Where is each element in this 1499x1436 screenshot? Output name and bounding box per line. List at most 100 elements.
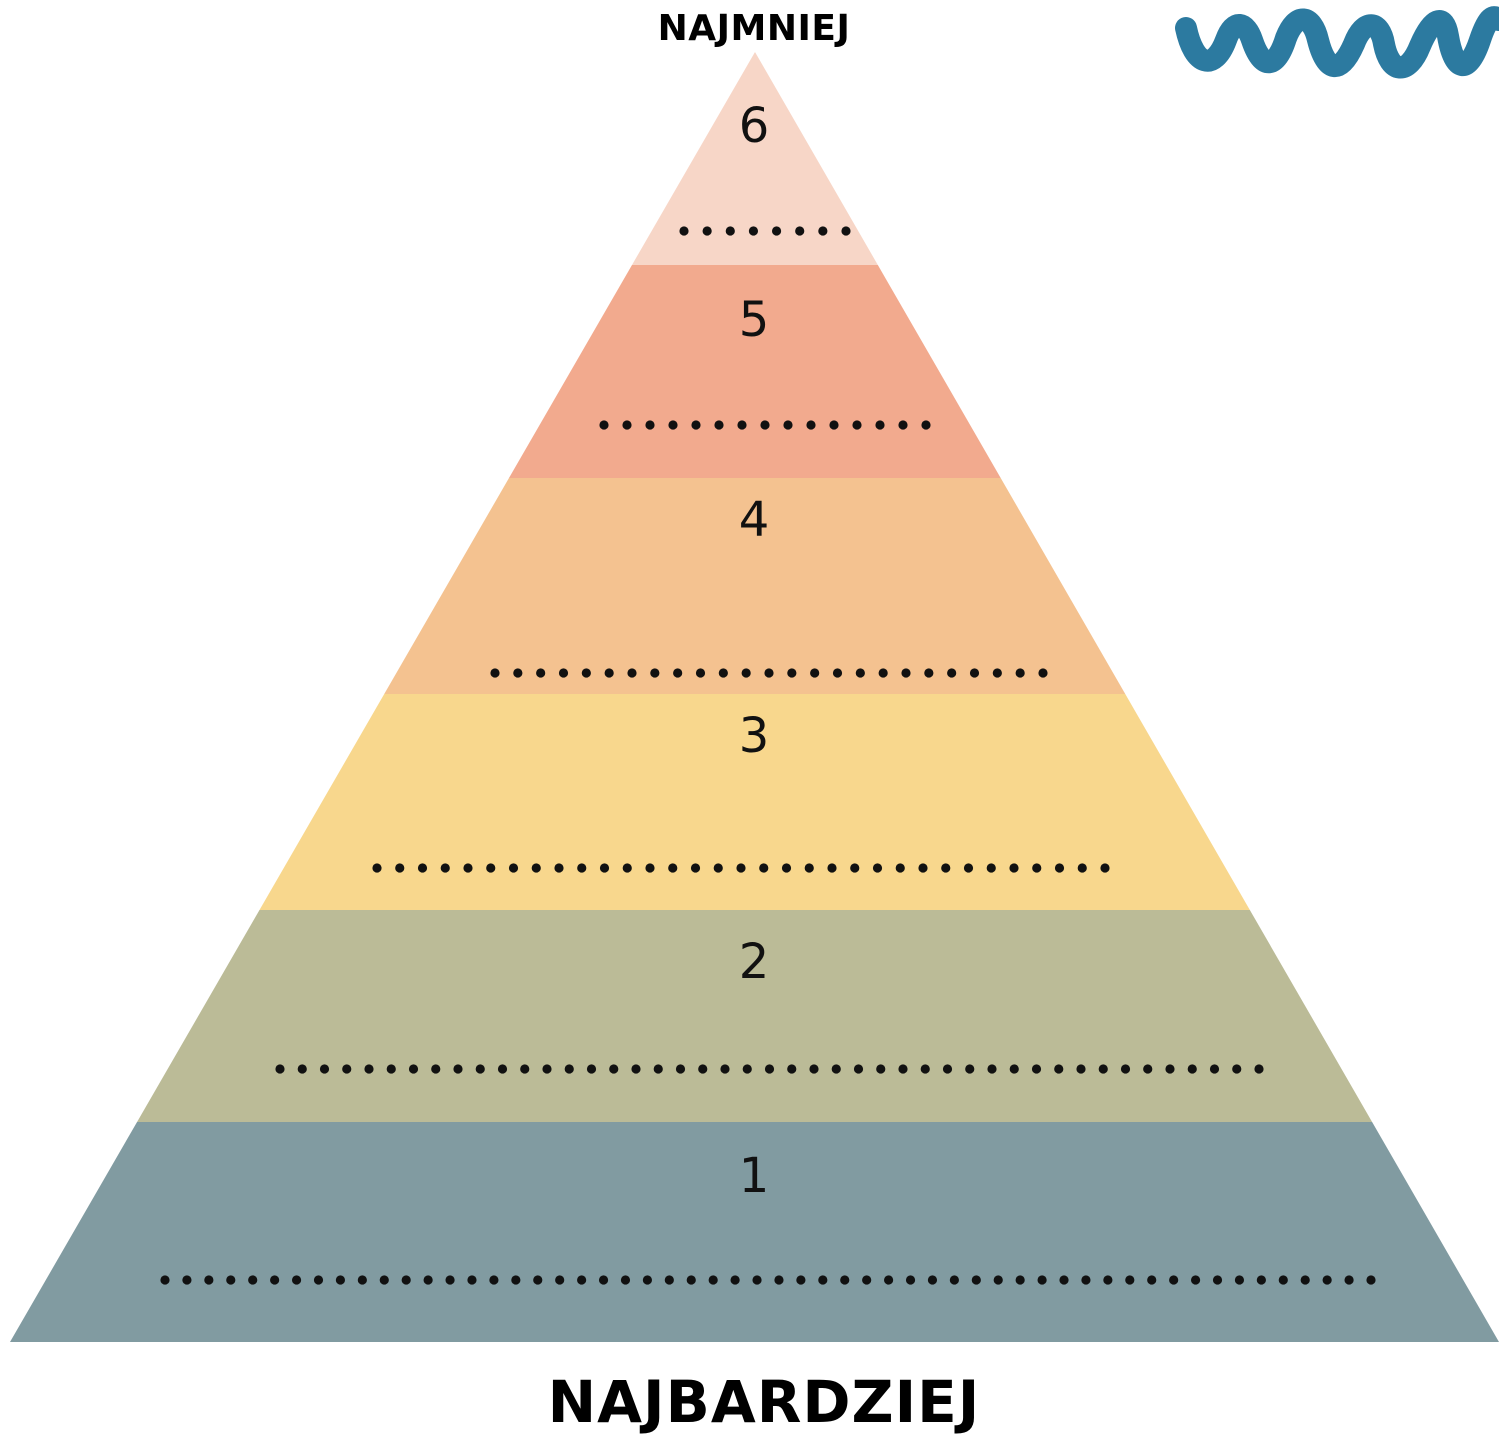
dot: [884, 1275, 894, 1285]
dot: [783, 420, 793, 430]
dot: [852, 420, 862, 430]
dot: [713, 863, 723, 873]
dot: [417, 863, 428, 873]
dot: [853, 1064, 864, 1074]
dot: [1098, 1064, 1108, 1074]
dot: [313, 1275, 324, 1285]
dot: [598, 1275, 609, 1285]
dot: [1015, 1275, 1025, 1285]
dot: [445, 1275, 455, 1285]
dot: [878, 668, 888, 678]
dot: [463, 863, 473, 873]
dot: [850, 863, 860, 873]
dot: [489, 1275, 499, 1285]
dot: [1169, 1275, 1179, 1285]
dot: [927, 1275, 938, 1285]
dot: [555, 1275, 565, 1285]
dot: [1232, 1064, 1242, 1074]
dot: [1147, 1275, 1157, 1285]
dot: [1120, 1064, 1131, 1074]
dot: [759, 863, 769, 873]
dot: [695, 668, 706, 678]
level-number-2: 2: [739, 934, 770, 990]
dot: [764, 1064, 775, 1074]
dot-line-level-6: [679, 226, 851, 236]
dot: [752, 1275, 762, 1285]
dot: [270, 1275, 280, 1285]
dot: [708, 1275, 718, 1285]
level-number-5: 5: [739, 292, 770, 348]
dot: [1187, 1064, 1197, 1074]
dot: [395, 863, 405, 873]
dot: [993, 1275, 1003, 1285]
level-number-6: 6: [739, 98, 770, 154]
dot: [1165, 1064, 1175, 1074]
dot: [475, 1064, 485, 1074]
dot: [653, 1064, 663, 1074]
dot: [486, 863, 496, 873]
dot: [1031, 1064, 1042, 1074]
dot: [423, 1275, 433, 1285]
dot: [386, 1064, 396, 1074]
dot: [1081, 1275, 1091, 1285]
dot: [895, 863, 905, 873]
dot: [160, 1275, 170, 1285]
dot: [335, 1275, 346, 1285]
dot: [1190, 1275, 1201, 1285]
level-number-4: 4: [739, 492, 770, 548]
dot: [577, 863, 587, 873]
dot-line-level-1: [160, 1275, 1376, 1285]
dot: [855, 668, 865, 678]
dot: [372, 863, 382, 873]
dot: [668, 863, 678, 873]
dot: [204, 1275, 214, 1285]
dot: [531, 863, 541, 873]
dot: [781, 863, 792, 873]
dot: [1032, 863, 1042, 873]
dot: [992, 668, 1002, 678]
pyramid-level-1: [10, 1122, 1499, 1342]
dot: [862, 1275, 872, 1285]
dot: [949, 1275, 959, 1285]
dot: [645, 863, 655, 873]
dot: [965, 1064, 975, 1074]
dot: [875, 420, 885, 430]
dot: [379, 1275, 389, 1285]
dot: [1212, 1275, 1223, 1285]
dot: [831, 1064, 841, 1074]
dot: [725, 226, 735, 236]
dot: [1366, 1275, 1376, 1285]
dot: [876, 1064, 886, 1074]
dot: [558, 668, 569, 678]
dot: [1038, 668, 1048, 678]
dot: [599, 863, 610, 873]
dot: [1037, 1275, 1047, 1285]
dot: [1125, 1275, 1135, 1285]
dot: [841, 226, 851, 236]
dot: [1054, 1064, 1064, 1074]
wave-doodle-icon: [1175, 6, 1499, 79]
dot: [969, 668, 980, 678]
dot: [297, 1064, 307, 1074]
dot: [742, 1064, 752, 1074]
dot: [342, 1064, 352, 1074]
dot: [609, 1064, 619, 1074]
dot: [924, 668, 934, 678]
dot: [787, 1064, 797, 1074]
dot: [622, 863, 632, 873]
dot: [248, 1275, 258, 1285]
dot: [818, 1275, 828, 1285]
dot: [690, 863, 701, 873]
dot: [1015, 668, 1025, 678]
dot: [840, 1275, 850, 1285]
dot: [737, 420, 747, 430]
level-number-1: 1: [739, 1148, 770, 1204]
dot: [736, 863, 746, 873]
dot: [1103, 1275, 1113, 1285]
dot: [408, 1064, 419, 1074]
dot: [760, 420, 770, 430]
dot: [620, 1275, 631, 1285]
dot: [520, 1064, 530, 1074]
